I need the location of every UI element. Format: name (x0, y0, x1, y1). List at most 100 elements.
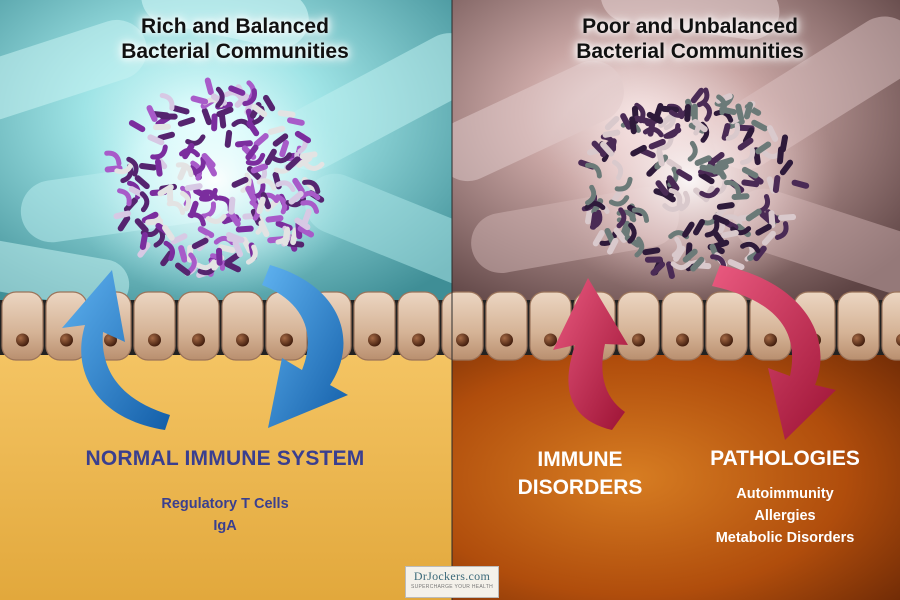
pathology-item: Allergies (754, 508, 816, 524)
logo-tagline: SUPERCHARGE YOUR HEALTH (410, 584, 493, 590)
bacterium (650, 261, 666, 276)
poor-bacteria-cluster (578, 87, 810, 279)
bacterium (242, 88, 257, 107)
bacterium (716, 94, 727, 116)
upward-arrow-right (553, 278, 628, 430)
bacterium (712, 214, 730, 226)
bacterium (670, 260, 692, 271)
bacterium (141, 211, 159, 224)
bacterium (664, 127, 682, 139)
epithelial-cell (881, 291, 900, 361)
bacterium (602, 129, 621, 138)
bacterium (727, 259, 745, 270)
left-tissue (0, 355, 452, 600)
right-heading-line1: Poor and Unbalanced (582, 15, 798, 38)
bacterium (712, 230, 726, 247)
bacterium (299, 190, 321, 201)
bacterium (287, 117, 305, 126)
pathologies-list: Autoimmunity Allergies Metabolic Disorde… (680, 483, 890, 549)
bacterium (608, 195, 630, 207)
bacterium (224, 129, 233, 148)
bacterium (211, 113, 218, 132)
bacterium (633, 115, 652, 125)
bacterium (704, 219, 720, 238)
bacterium (300, 200, 320, 214)
bacterium (253, 133, 269, 147)
bacterium (755, 141, 772, 155)
bacterium (687, 140, 698, 162)
bacterium (146, 105, 158, 122)
bacterium (692, 119, 708, 133)
cell-nucleus (676, 333, 689, 347)
bacterium (154, 158, 163, 177)
bacterium (698, 171, 715, 185)
normal-immune-list: Regulatory T Cells IgA (90, 493, 360, 537)
bacterium (265, 215, 284, 223)
pathology-item: Metabolic Disorders (715, 530, 855, 546)
cell-nucleus (632, 333, 645, 347)
bacterium (741, 179, 760, 188)
cell-nucleus (764, 333, 777, 347)
bacterium (690, 256, 705, 272)
bacterium (584, 206, 594, 225)
bacterium (682, 248, 698, 263)
epithelial-cell (397, 291, 440, 361)
bacterium (740, 241, 761, 254)
bacterium (264, 148, 277, 166)
bacterium (737, 137, 754, 151)
bacterium (267, 125, 286, 135)
logo-text: DrJockers.com (413, 569, 491, 583)
bacterium (282, 228, 291, 246)
bacterium (187, 252, 197, 274)
normal-immune-system-title: NORMAL IMMUNE SYSTEM (85, 447, 365, 470)
bacterium (175, 162, 194, 178)
bacterium (216, 106, 234, 118)
bacterium (147, 134, 165, 146)
bacterium (604, 115, 620, 131)
bacterium (699, 187, 720, 199)
downward-arrow-left (262, 265, 348, 428)
bacterium (201, 107, 212, 126)
bacterium (716, 157, 735, 167)
immune-disorders-line2: DISORDERS (517, 476, 643, 499)
bacterium (275, 180, 296, 193)
bacterium (114, 161, 134, 175)
bacterium (694, 155, 712, 166)
bacterium (137, 242, 151, 258)
bacterium (696, 87, 710, 108)
drjockers-logo: DrJockers.com SUPERCHARGE YOUR HEALTH (405, 566, 499, 598)
bacterium (235, 225, 254, 233)
bacterium (741, 166, 759, 179)
bacterium (126, 156, 139, 177)
bacterium (653, 102, 664, 121)
bacterium (676, 168, 693, 182)
bacterium (256, 196, 266, 215)
bacterium (634, 236, 645, 258)
bacterium (616, 207, 627, 229)
bacterium (218, 244, 236, 254)
cell-nucleus (60, 333, 73, 347)
bacterium (228, 196, 236, 215)
cell-nucleus (896, 334, 900, 346)
bacterium (614, 176, 633, 192)
cell-nucleus (16, 333, 29, 347)
bacterium (139, 191, 150, 213)
bacterium (258, 220, 270, 238)
pathology-item: Autoimmunity (736, 486, 834, 502)
bacterium (117, 188, 132, 207)
immune-disorders-line1: IMMUNE (537, 448, 623, 471)
bacterium (774, 221, 789, 240)
bacterium (177, 116, 196, 127)
cell-nucleus (368, 333, 381, 347)
bacterium (216, 247, 223, 266)
bacterium (740, 147, 756, 166)
bacterium (721, 122, 731, 141)
bacterium (234, 140, 253, 148)
bacterium (723, 214, 743, 228)
bacterium (630, 144, 647, 157)
bacterium (245, 144, 259, 161)
bacterium (294, 130, 312, 144)
bacterium (204, 77, 214, 96)
bacterium (157, 184, 174, 197)
bacterium (234, 93, 250, 108)
